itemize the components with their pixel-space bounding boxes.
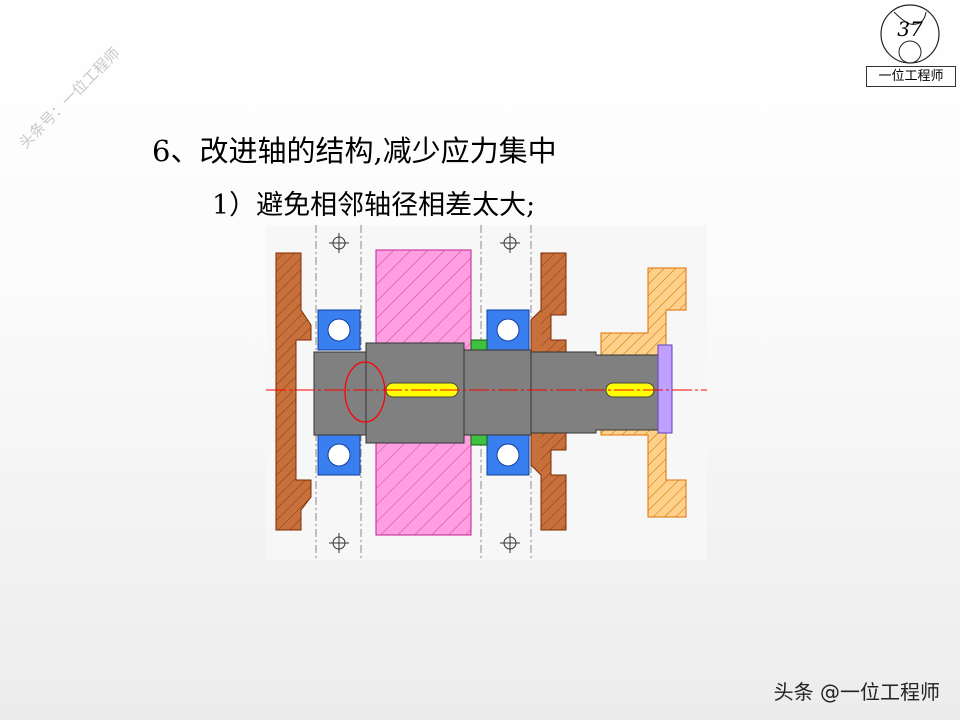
page-title: 6、改进轴的结构,减少应力集中 <box>152 134 557 168</box>
stress-concentration-mark <box>344 361 386 423</box>
right-bearing <box>486 309 530 476</box>
shaft-assembly-drawing <box>266 225 707 560</box>
svg-text:37: 37 <box>897 17 923 41</box>
logo-text: 一位工程师 <box>866 66 956 87</box>
left-bearing <box>317 309 361 476</box>
watermark: 头条号：一位工程师 <box>15 43 124 153</box>
footer-attribution: 头条 @一位工程师 <box>773 680 940 704</box>
crosshair-marks <box>329 233 520 553</box>
logo-emblem: 37 <box>880 4 940 64</box>
subheading: 1）避免相邻轴径相差太大; <box>212 190 536 221</box>
